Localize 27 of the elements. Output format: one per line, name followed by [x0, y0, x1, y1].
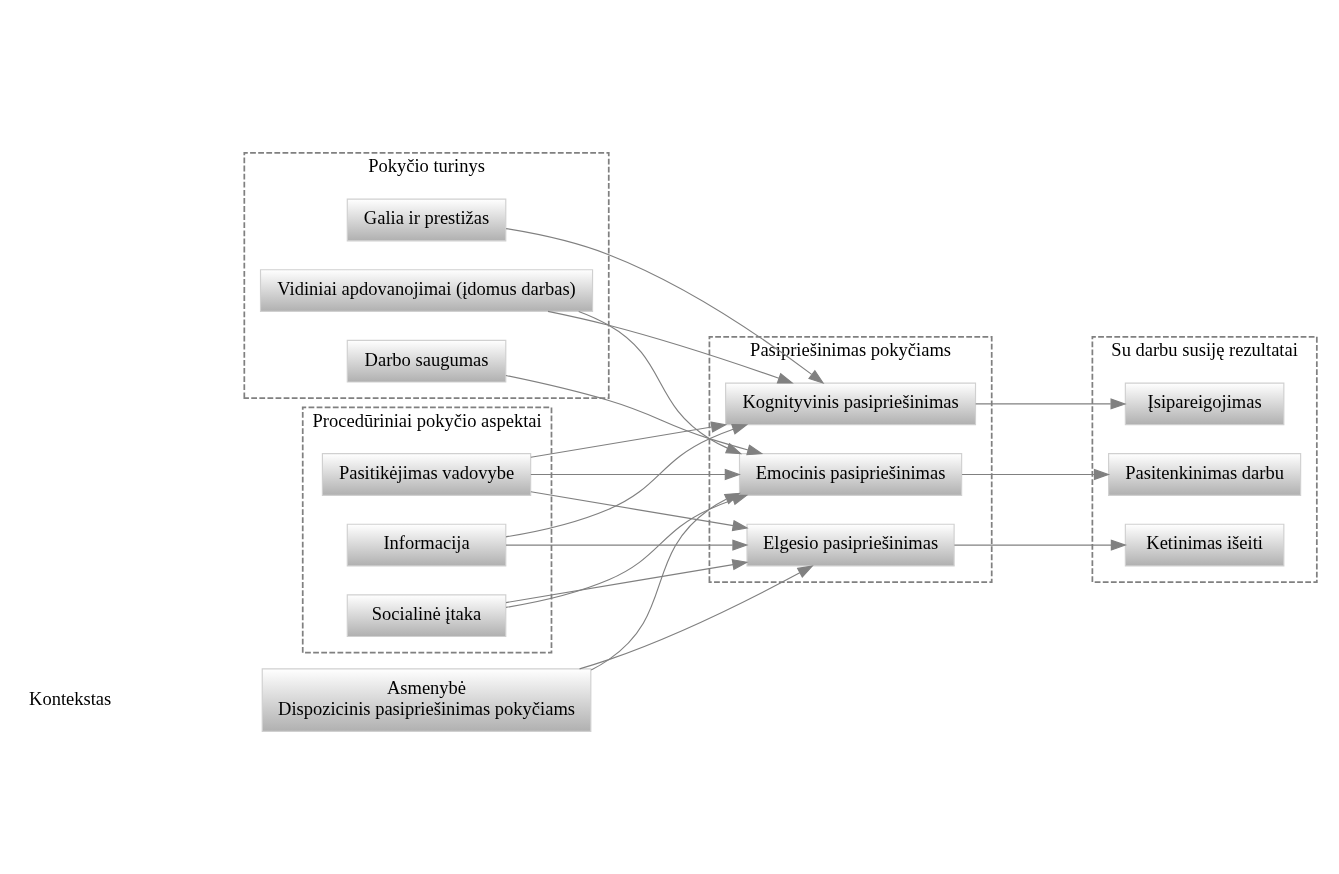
- node-box: Vidiniai apdovanojimai (įdomus darbas): [259, 268, 594, 312]
- node-box: Ketinimas išeiti: [1124, 523, 1285, 566]
- arrow: [578, 564, 814, 669]
- node-box: Pasitikėjimas vadovybe: [321, 452, 532, 496]
- arrow: [961, 468, 1111, 480]
- arrow: [953, 538, 1127, 551]
- arrow: [505, 374, 764, 455]
- node-box: Elgesio pasipriešinimas: [746, 523, 955, 566]
- node-box: Įsipareigojimas: [1124, 382, 1285, 425]
- arrow: [975, 397, 1127, 410]
- arrow: [578, 310, 743, 454]
- node-box: Informacija: [346, 523, 507, 566]
- node-box: Darbo saugumas: [346, 339, 507, 383]
- arrow: [505, 227, 825, 384]
- arrow: [530, 420, 728, 458]
- node-box: Kognityvinis pasipriešinimas: [725, 382, 977, 425]
- label: Kontekstas: [29, 688, 112, 709]
- arrow: [505, 558, 749, 603]
- arrow: [505, 423, 749, 537]
- arrow: [505, 538, 749, 551]
- node-box: Socialinė įtaka: [346, 593, 507, 637]
- node-box: Galia ir prestižas: [346, 198, 507, 241]
- arrow: [530, 468, 741, 480]
- node-box: Emocinis pasipriešinimas: [738, 452, 963, 496]
- arrow: [547, 310, 794, 384]
- node-box: Asmenybė Dispozicinis pasipriešinimas pokyčiams: [261, 667, 592, 732]
- node-box: Pasitenkinimas darbu: [1108, 452, 1302, 496]
